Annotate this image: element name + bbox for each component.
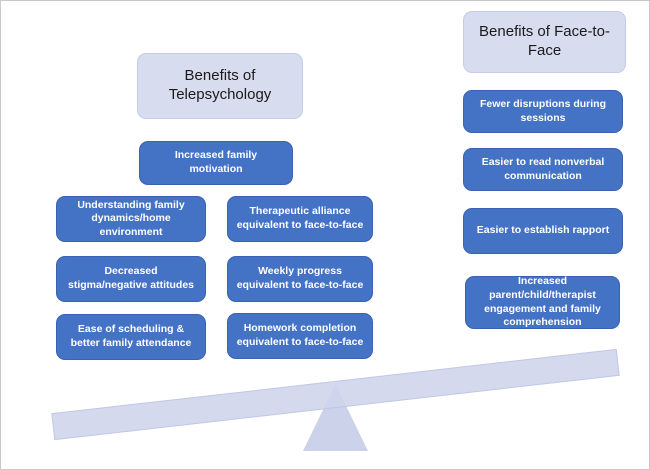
benefit-box-ease-of-scheduling: Ease of scheduling & better family atten… — [56, 314, 206, 360]
benefit-box-homework-completion: Homework completion equivalent to face-t… — [227, 313, 373, 359]
benefit-box-understanding-family-dynamics: Understanding family dynamics/home envir… — [56, 196, 206, 242]
benefit-box-establish-rapport: Easier to establish rapport — [463, 208, 623, 254]
benefit-box-read-nonverbal-communication: Easier to read nonverbal communication — [463, 148, 623, 191]
benefit-box-therapeutic-alliance: Therapeutic alliance equivalent to face-… — [227, 196, 373, 242]
benefit-box-weekly-progress: Weekly progress equivalent to face-to-fa… — [227, 256, 373, 302]
benefit-box-decreased-stigma: Decreased stigma/negative attitudes — [56, 256, 206, 302]
left-header-benefits-of-telepsychology: Benefits of Telepsychology — [137, 53, 303, 119]
benefit-box-increased-engagement-comprehension: Increased parent/child/therapist engagem… — [465, 275, 620, 329]
benefit-box-increased-family-motivation: Increased family motivation — [139, 141, 293, 185]
benefit-box-fewer-disruptions: Fewer disruptions during sessions — [463, 90, 623, 133]
right-header-benefits-of-face-to-face: Benefits of Face-to-Face — [463, 11, 626, 73]
